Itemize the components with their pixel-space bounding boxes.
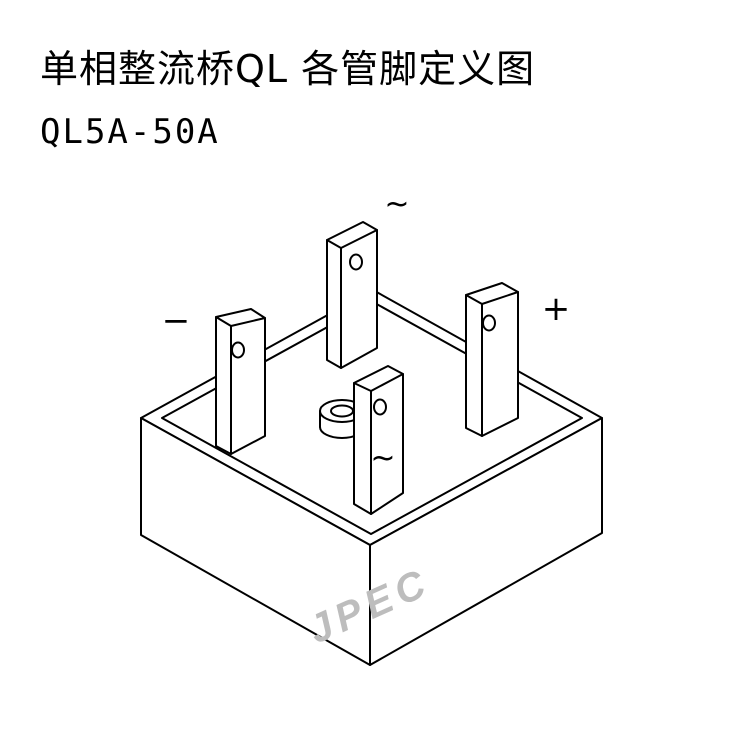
body-right-face — [369, 417, 603, 666]
model-range: QL5A-50A — [40, 112, 220, 152]
body-inner-rim — [161, 301, 583, 535]
pin-label-ac-front: ~ — [370, 441, 395, 476]
pin-label-negative: − — [162, 301, 191, 341]
terminal-negative — [215, 308, 266, 455]
diagram-title: 单相整流桥QL 各管脚定义图 — [40, 47, 536, 91]
terminal-ac-front — [353, 365, 404, 515]
terminal-ac-top — [326, 221, 378, 369]
terminal-positive — [465, 282, 519, 437]
pin-label-ac-top: ~ — [384, 187, 409, 222]
pin-label-positive: + — [542, 289, 571, 329]
